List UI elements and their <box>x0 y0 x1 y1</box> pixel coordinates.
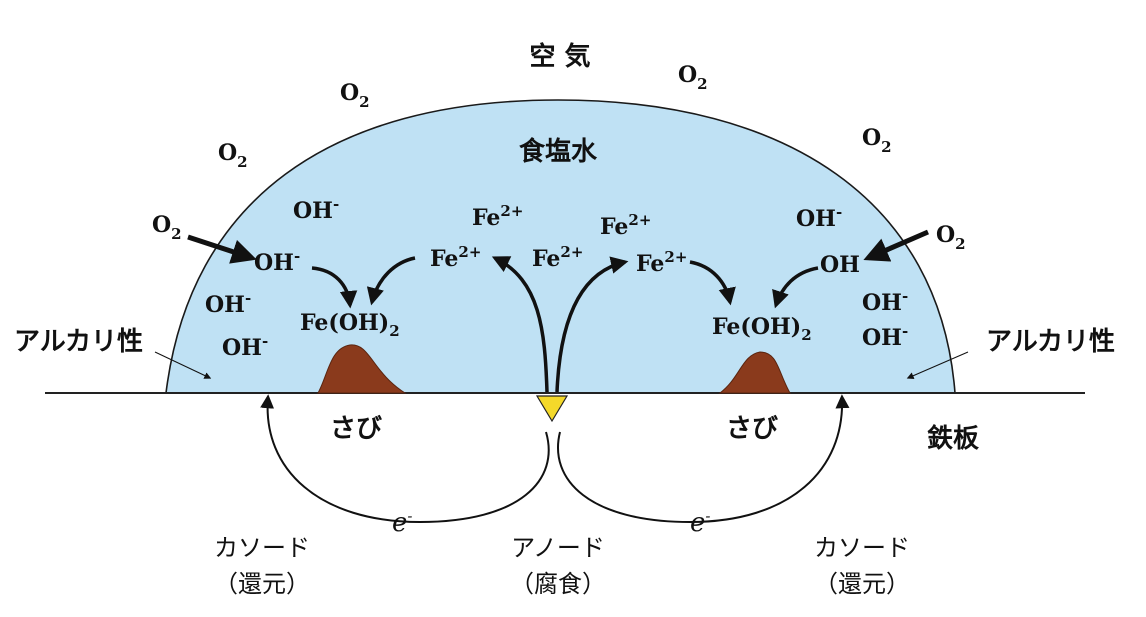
iron-plate-label: 鉄板 <box>927 423 979 454</box>
o2-label: O2 <box>152 212 182 243</box>
fe-to-feoh2-arrow-left <box>366 256 416 306</box>
fe-ion-label: Fe2+ <box>430 243 481 272</box>
feoh2-label: Fe(OH)2 <box>300 310 400 340</box>
oh-label: OH- <box>862 287 908 316</box>
anode-marker <box>535 395 569 423</box>
oh-label: OH- <box>205 289 251 318</box>
fe-to-feoh2-arrow-right <box>689 260 736 306</box>
electron-label: e- <box>690 507 710 538</box>
oh-label: OH <box>820 252 860 278</box>
oh-label: OH- <box>254 247 300 276</box>
oh-to-feoh2-arrow-right <box>772 266 819 309</box>
cathode-paren-left: （還元） <box>214 570 310 598</box>
cathode-paren-right: （還元） <box>814 570 910 598</box>
alkaline-pointer-right <box>906 351 969 379</box>
o2-label: O2 <box>936 222 966 253</box>
o2-entry-arrow-right <box>863 229 929 262</box>
fe-arrow-left <box>491 256 549 393</box>
electron-flow-left <box>260 394 550 524</box>
feoh2-label: Fe(OH)2 <box>712 314 812 344</box>
saltwater-droplet <box>165 99 956 394</box>
anode-paren: （腐食） <box>510 570 606 598</box>
alkaline-pointer-left <box>154 351 212 379</box>
fe-ion-label: Fe2+ <box>472 202 523 231</box>
cathode-label-left: カソード <box>214 534 310 562</box>
o2-label: O2 <box>218 140 248 171</box>
rust-deposit-left <box>317 344 407 394</box>
o2-label: O2 <box>862 125 892 156</box>
saltwater-label: 食塩水 <box>519 136 598 167</box>
alkaline-label-right: アルカリ性 <box>986 327 1115 357</box>
anode-label: アノード <box>511 534 605 562</box>
alkaline-label-left: アルカリ性 <box>14 327 143 357</box>
rust-label-left: さび <box>330 414 382 444</box>
o2-label: O2 <box>678 62 708 93</box>
oh-label: OH- <box>222 332 268 361</box>
oh-label: OH- <box>796 203 842 232</box>
oh-label: OH- <box>293 195 339 224</box>
oh-to-feoh2-arrow-left <box>311 266 358 309</box>
fe-ion-label: Fe2+ <box>636 248 687 277</box>
o2-entry-arrow-left <box>187 234 257 264</box>
rust-label-right: さび <box>726 414 778 444</box>
oh-label: OH- <box>862 322 908 351</box>
electron-flow-right <box>557 394 850 524</box>
fe-arrow-right <box>555 256 629 393</box>
air-label: 空 気 <box>529 41 590 72</box>
electron-label: e- <box>392 507 412 538</box>
cathode-label-right: カソード <box>814 534 910 562</box>
fe-ion-label: Fe2+ <box>532 243 583 272</box>
o2-label: O2 <box>340 80 370 111</box>
rust-deposit-right <box>718 351 791 394</box>
fe-ion-label: Fe2+ <box>600 211 651 240</box>
